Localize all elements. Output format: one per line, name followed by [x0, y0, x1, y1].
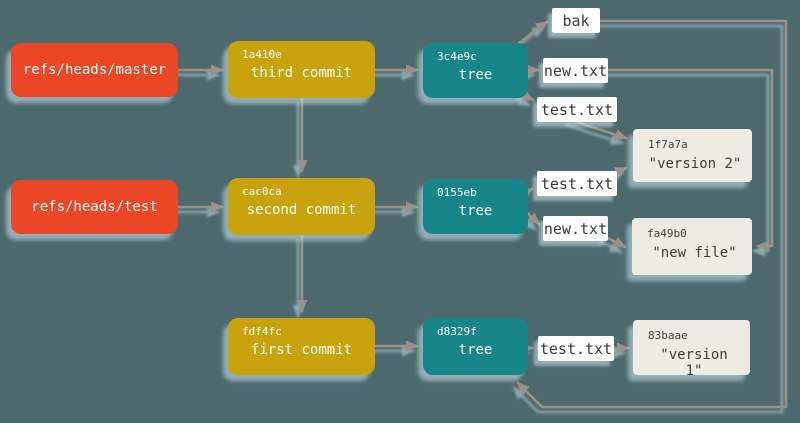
- tree-node-0155eb: 0155eb tree: [423, 179, 528, 234]
- commit-label: third commit: [250, 65, 353, 81]
- edge-testtxt-to-blob-1f7a7a: [568, 118, 628, 140]
- file-label-text: new.txt: [543, 219, 608, 238]
- blob-label: "version 1": [660, 347, 728, 379]
- edge-tree2-to-newtxt: [524, 210, 541, 226]
- tree-hash: 0155eb: [437, 186, 477, 199]
- file-label-bak: bak: [552, 8, 600, 33]
- ref-box-test: refs/heads/test: [11, 180, 178, 234]
- commit-node-cac0ca: cac0ca second commit: [228, 178, 375, 235]
- file-label-text: new.txt: [543, 61, 608, 80]
- blob-node-fa49b0: fa49b0 "new file": [632, 218, 752, 275]
- tree-label: tree: [458, 342, 493, 358]
- tree-hash: d8329f: [437, 325, 477, 338]
- file-label-test-txt-1: test.txt: [537, 97, 617, 122]
- tree-label: tree: [458, 67, 493, 83]
- file-label-text: bak: [562, 11, 590, 30]
- commit-hash: cac0ca: [242, 185, 282, 198]
- commit-node-1a410e: 1a410e third commit: [228, 41, 375, 98]
- tree-hash: 3c4e9c: [437, 50, 477, 63]
- file-label-new-txt-2: new.txt: [543, 216, 608, 241]
- blob-hash: fa49b0: [647, 227, 687, 240]
- file-label-text: test.txt: [540, 174, 614, 193]
- blob-label: "version 2": [648, 156, 742, 172]
- edge-newtxt-to-blob-fa49b0: [606, 68, 774, 252]
- file-label-text: test.txt: [540, 100, 614, 119]
- commit-node-fdf4fc: fdf4fc first commit: [228, 318, 375, 375]
- ref-test-label: refs/heads/test: [31, 199, 158, 215]
- ref-master-label: refs/heads/master: [22, 62, 167, 78]
- file-label-new-txt-1: new.txt: [543, 58, 608, 83]
- tree-node-3c4e9c: 3c4e9c tree: [423, 43, 528, 98]
- tree-node-d8329f: d8329f tree: [423, 318, 528, 375]
- edge-bak-to-tree-d8329f: [516, 19, 788, 409]
- blob-hash: 83baae: [648, 329, 688, 342]
- commit-label: first commit: [250, 342, 353, 358]
- ref-box-master: refs/heads/master: [11, 43, 178, 97]
- blob-node-83baae: 83baae "version 1": [633, 320, 750, 379]
- commit-hash: fdf4fc: [242, 325, 282, 338]
- tree-label: tree: [458, 203, 493, 219]
- edge-tree3-to-bak: [511, 20, 549, 50]
- blob-label: "new file": [652, 245, 737, 261]
- commit-label: second commit: [246, 202, 357, 218]
- blob-hash: 1f7a7a: [648, 138, 688, 151]
- blob-node-1f7a7a: 1f7a7a "version 2": [633, 129, 752, 182]
- file-label-text: test.txt: [539, 339, 613, 358]
- commit-hash: 1a410e: [242, 48, 282, 61]
- file-label-test-txt-2: test.txt: [537, 171, 617, 196]
- file-label-test-txt-3: test.txt: [538, 336, 614, 361]
